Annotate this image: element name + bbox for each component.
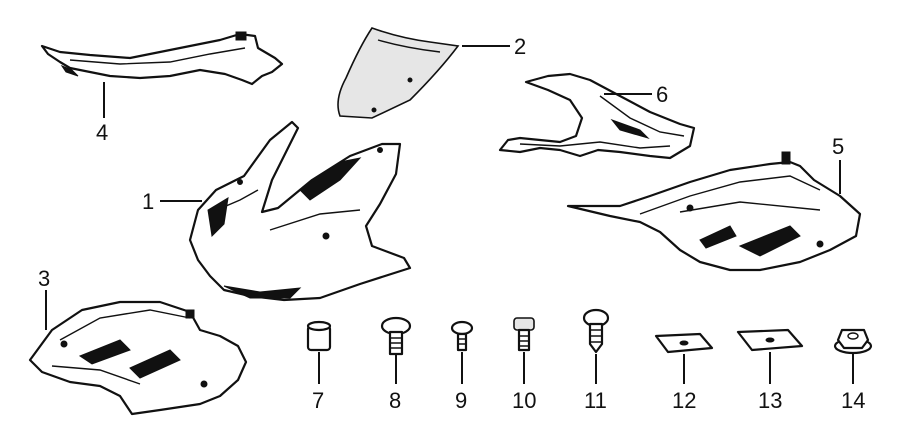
callout-11: 11 — [584, 388, 607, 413]
leader-lines — [45, 45, 854, 384]
part-7-collar — [306, 320, 332, 352]
part-11-tapping-screw — [582, 308, 610, 354]
part-9-screw — [450, 320, 474, 352]
part-6-inner-panel — [498, 72, 696, 160]
callout-4: 4 — [96, 120, 108, 145]
callout-1: 1 — [142, 189, 154, 214]
part-3-left-side-cowl — [28, 300, 248, 416]
callout-2: 2 — [514, 34, 526, 59]
callout-9: 9 — [455, 388, 467, 413]
part-12-clip-nut — [654, 332, 714, 354]
callout-14: 14 — [841, 388, 865, 413]
callout-10: 10 — [512, 388, 536, 413]
part-5-right-side-cowl — [566, 151, 862, 272]
part-8-bolt — [380, 316, 412, 356]
callout-7: 7 — [312, 388, 324, 413]
callout-12: 12 — [672, 388, 696, 413]
callout-6: 6 — [656, 82, 668, 107]
callout-numbers: 1 2 3 4 5 6 7 8 9 10 11 12 13 14 — [38, 34, 865, 413]
part-2-windscreen — [337, 27, 460, 119]
part-13-clip-nut — [736, 328, 804, 352]
callout-13: 13 — [758, 388, 782, 413]
part-14-flange-nut — [833, 328, 873, 355]
part-1-front-cowl — [188, 120, 412, 302]
callout-3: 3 — [38, 266, 50, 291]
part-10-socket-bolt — [513, 317, 535, 352]
part-4-inner-bracket — [40, 31, 284, 86]
callout-5: 5 — [832, 134, 844, 159]
callout-8: 8 — [389, 388, 401, 413]
